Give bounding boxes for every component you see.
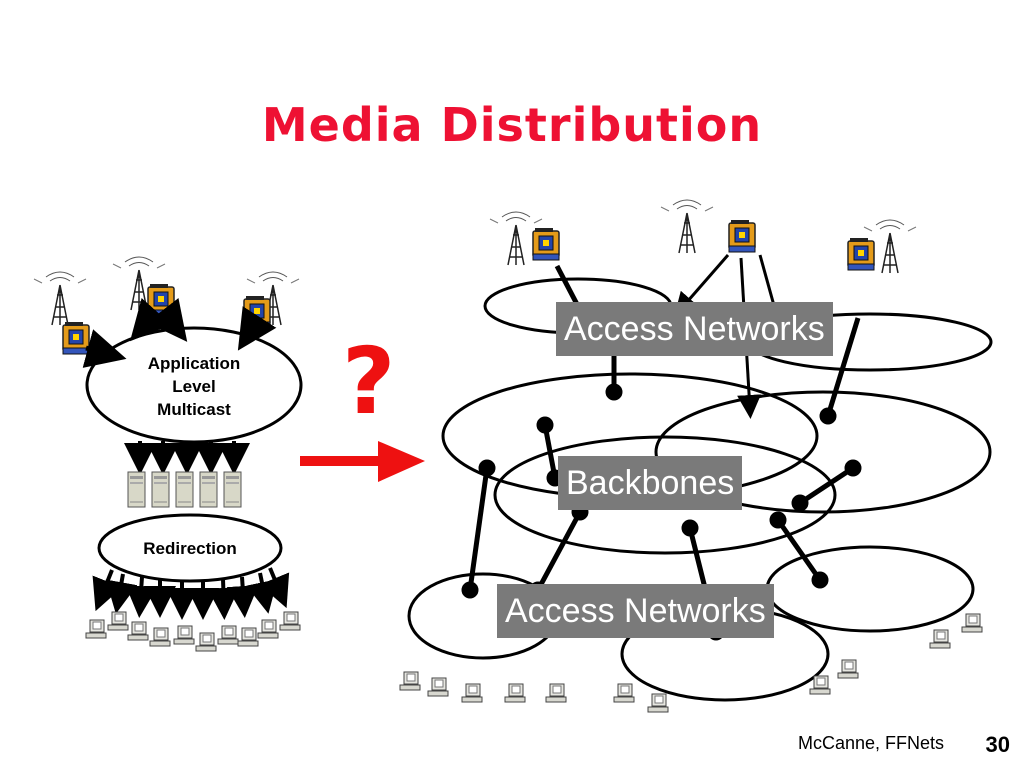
server-icon <box>175 471 194 508</box>
redirection-arrows <box>92 567 290 620</box>
transition-arrow <box>300 441 425 482</box>
computer-icon <box>237 627 259 647</box>
camera-icon <box>847 237 875 271</box>
computer-icon <box>149 627 171 647</box>
camera-icon <box>728 219 756 253</box>
computer-icon <box>195 632 217 652</box>
antenna-tower-icon <box>33 271 87 326</box>
computer-icon <box>399 671 421 691</box>
backbones-label: Backbones <box>558 456 743 510</box>
antenna-tower-icon <box>660 199 714 254</box>
camera-links <box>82 297 277 368</box>
access-networks-bottom-label: Access Networks <box>497 584 774 638</box>
computer-icon <box>173 625 195 645</box>
question-mark: ? <box>342 328 396 435</box>
computer-icon <box>107 611 129 631</box>
server-arrows <box>124 441 250 475</box>
server-icon <box>151 471 170 508</box>
access-network-ellipse <box>654 390 992 514</box>
camera-icon <box>62 321 90 355</box>
redirection-label: Redirection <box>143 539 237 558</box>
camera-icon <box>147 283 175 317</box>
redirection-ellipse <box>97 513 283 583</box>
page-number: 30 <box>985 732 1010 757</box>
computer-icon <box>427 677 449 697</box>
multicast-label-line: Level <box>172 377 216 396</box>
multicast-label: Application Level Multicast <box>124 352 264 421</box>
server-icon <box>199 471 218 508</box>
computer-icon <box>279 611 301 631</box>
computer-icon <box>127 621 149 641</box>
slide-title: Media Distribution <box>261 98 763 152</box>
camera-icon <box>532 227 560 261</box>
multicast-label-line: Multicast <box>157 400 231 419</box>
computer-icon <box>837 659 859 679</box>
application-level-multicast-ellipse <box>85 326 303 444</box>
access-networks-top-label: Access Networks <box>556 302 833 356</box>
computer-icon <box>504 683 526 703</box>
footer-author: McCanne, FFNets <box>797 733 944 753</box>
computer-icon <box>613 683 635 703</box>
left-computers <box>85 611 301 652</box>
backbone-ellipse <box>493 435 837 555</box>
computer-icon <box>85 619 107 639</box>
computer-icon <box>461 683 483 703</box>
computer-icon <box>257 619 279 639</box>
camera-icon <box>243 295 271 329</box>
server-icon <box>127 471 146 508</box>
server-icon <box>223 471 242 508</box>
computer-icon <box>929 629 951 649</box>
computer-icon <box>647 693 669 713</box>
computer-icon <box>545 683 567 703</box>
access-network-ellipse <box>765 545 975 633</box>
multicast-label-line: Application <box>147 354 241 373</box>
computer-icon <box>961 613 983 633</box>
computer-icon <box>217 625 239 645</box>
